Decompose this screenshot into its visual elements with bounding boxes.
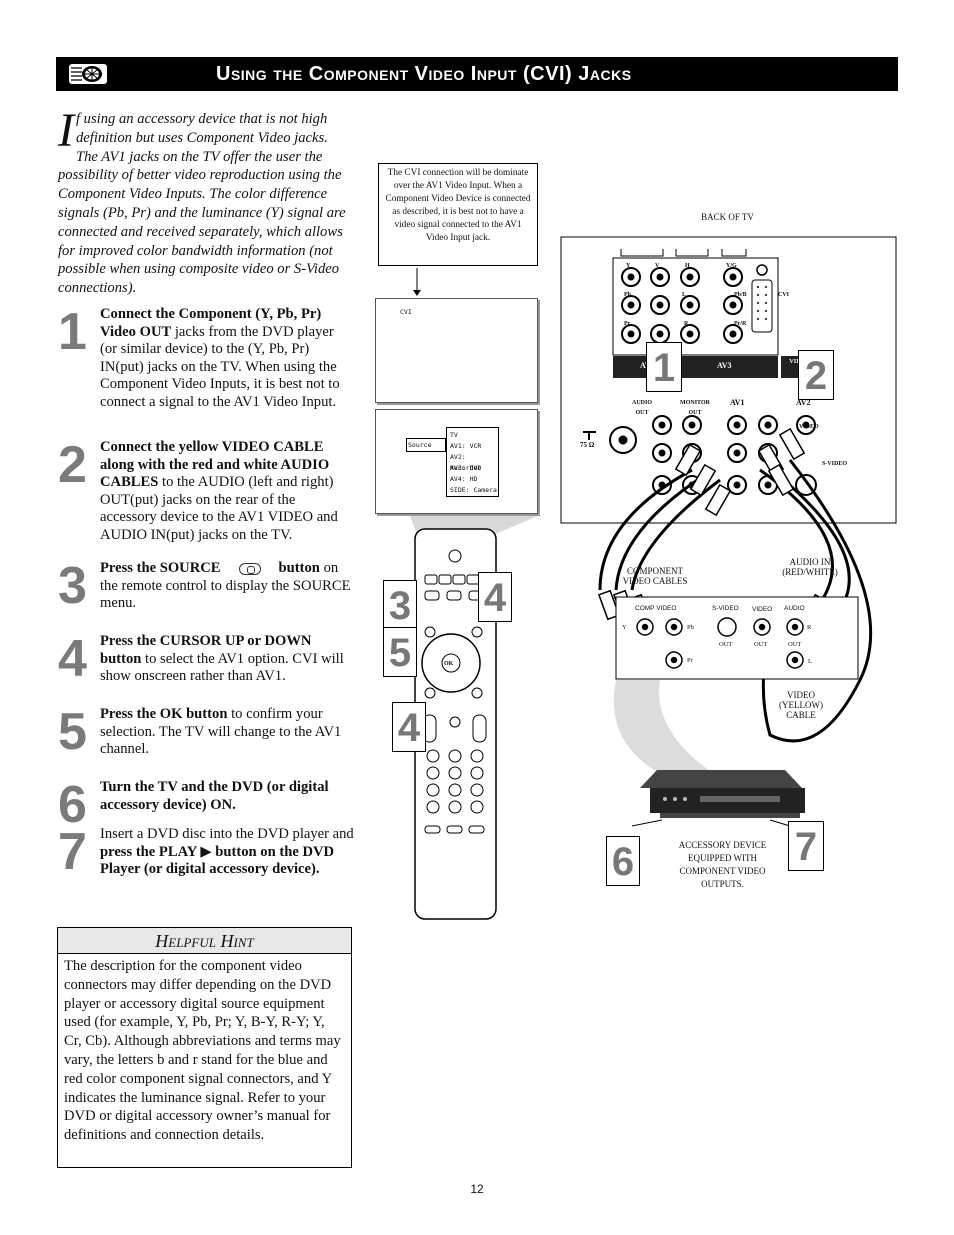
hint-title: Helpful Hint (58, 928, 351, 954)
av-label-strip (613, 356, 778, 378)
power-button-icon (448, 549, 462, 563)
menu-item: AV2: Recorder (450, 453, 482, 472)
cvi-pins (757, 286, 767, 320)
tv-screen-cvi: CVI (375, 298, 538, 403)
step-3: 3 Press the SOURCE button on the remote c… (58, 560, 354, 613)
helpful-hint-box: Helpful Hint The description for the com… (57, 927, 352, 1168)
menu-item: AV1: VCR (450, 442, 482, 450)
step-bold-text: Press the CURSOR UP or DOWN button (100, 633, 312, 667)
tv-logo-icon (69, 64, 107, 84)
digit-keypad (424, 749, 485, 834)
component-cables-label: COMPONENT VIDEO CABLES (622, 566, 688, 586)
callout-number-7: 7 (788, 821, 824, 871)
step-body-text: to the AUDIO (left and right) OUT(put) j… (100, 474, 338, 543)
step-bold-text: press the PLAY ▶ button on the DVD Playe… (100, 843, 335, 878)
hint-body: The description for the component video … (64, 958, 341, 1144)
step-number: 3 (58, 557, 87, 615)
device-swoosh (613, 680, 740, 790)
back-of-tv-label: BACK OF TV (701, 212, 754, 222)
step-6: 6 Turn the TV and the DVD (or digital ac… (58, 779, 354, 831)
cvi-connector-icon (751, 279, 773, 333)
section-header: Using the Component Video Input (CVI) Ja… (56, 57, 898, 91)
step-number: 2 (58, 436, 87, 494)
step-5: 5 Press the OK button to confirm your se… (58, 706, 354, 759)
source-tab: Source (406, 438, 446, 452)
top-jack-grid (621, 264, 768, 344)
step-7: 7 Insert a DVD disc into the DVD player … (58, 826, 354, 879)
page-number: 12 (470, 1182, 484, 1196)
accessory-device-label: ACCESSORY DEVICE EQUIPPED WITH COMPONENT… (678, 840, 767, 889)
step-number: 6 (58, 776, 87, 834)
channel-rocker (472, 714, 487, 743)
device-jacks (636, 617, 804, 669)
dvd-tray (700, 796, 780, 802)
step-body-text: jacks from the DVD player (or similar de… (100, 323, 340, 410)
arrow-head-icon (413, 290, 421, 296)
ok-button (441, 653, 461, 673)
callout-number-5: 5 (383, 627, 417, 677)
step-bold-text: Connect the yellow VIDEO CABLE along wit… (100, 439, 330, 490)
intro-paragraph: I f using an accessory device that is no… (58, 104, 352, 298)
step-pre-text: Insert a DVD disc into the DVD player an… (100, 826, 354, 842)
cvi-callout-box: The CVI connection will be dominate over… (378, 163, 538, 266)
step-bold-text: Press the SOURCE (100, 560, 221, 576)
step-number: 5 (58, 703, 87, 761)
step-2: 2 Connect the yellow VIDEO CABLE along w… (58, 439, 354, 544)
step-body-text: to confirm your selection. The TV will c… (100, 706, 342, 757)
intro-text: f using an accessory device that is not … (58, 111, 346, 297)
source-button-icon (238, 562, 261, 575)
step-bold-text: Press the OK button (100, 706, 228, 722)
device-back-panel (615, 596, 859, 680)
menu-item: AV4: HD (450, 475, 478, 483)
tv-screen-source-menu: Source TV AV1: VCR AV2: Recorder AV3: DV… (375, 409, 538, 514)
callout-number-3: 3 (383, 580, 417, 630)
step-bold-text: Connect the Component (Y, Pb, Pr) Video … (100, 306, 322, 340)
step-bold-text-2: button (278, 560, 320, 576)
step-4: 4 Press the CURSOR UP or DOWN button to … (58, 633, 354, 686)
callout-number-1: 1 (646, 342, 682, 392)
step-bold-text: Turn the TV and the DVD (or digital acce… (100, 779, 329, 813)
callout-number-4: 4 (478, 572, 512, 622)
source-menu-list: TV AV1: VCR AV2: Recorder AV3: DVD AV4: … (446, 427, 499, 497)
menu-item: TV (450, 431, 458, 439)
menu-item: SIDE: Camera (450, 486, 497, 494)
dvd-top (640, 770, 802, 788)
source-label: Source (408, 441, 432, 449)
callout-number-6: 6 (606, 836, 640, 886)
intro-dropcap: I (58, 104, 74, 157)
callout-number-2: 2 (798, 350, 834, 400)
mute-button-icon (449, 716, 461, 728)
bracket-lines (620, 249, 747, 257)
step-1: 1 Connect the Component (Y, Pb, Pr) Vide… (58, 306, 354, 411)
dvd-base (660, 813, 800, 818)
screen-cvi-label: CVI (400, 308, 412, 316)
jack-group-top (612, 257, 779, 356)
step-number: 1 (58, 303, 87, 361)
menu-item: AV3: DVD (450, 464, 482, 472)
step-body-text: on the remote control to display the SOU… (100, 560, 351, 611)
step-number: 4 (58, 630, 87, 688)
step-number: 7 (58, 823, 87, 881)
page-title: Using the Component Video Input (CVI) Ja… (216, 62, 632, 85)
step-body-text: to select the AV1 option. CVI will show … (100, 650, 344, 685)
callout-number-4b: 4 (392, 702, 426, 752)
video-cable-label: VIDEO (YELLOW) CABLE (779, 690, 823, 720)
audio-in-label: AUDIO IN (RED/WHITE) (782, 557, 838, 577)
ground-icon (583, 431, 596, 440)
